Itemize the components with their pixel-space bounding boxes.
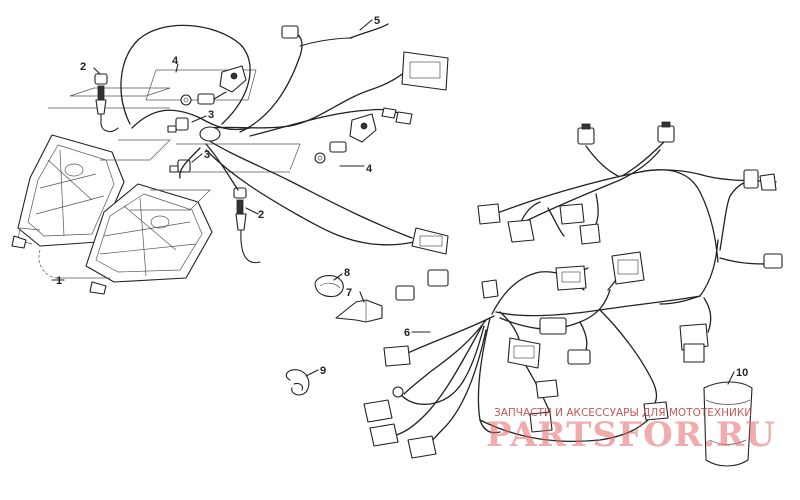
watermark-caption: ЗАПЧАСТИ И АКСЕССУАРЫ ДЛЯ МОТОТЕХНИКИ: [494, 407, 752, 419]
callout-3-upper: 3: [208, 109, 214, 121]
callout-2-upper: 2: [80, 61, 86, 73]
bulb-socket-lower: [233, 187, 261, 264]
watermark-site: PARTSFOR.RU: [486, 415, 776, 455]
headlight-harness: [120, 23, 449, 255]
headlight-guide-lines: [38, 69, 301, 279]
callout-numbers: 1 2 2 3 3 4 4 5 6 7 8 9 10: [56, 15, 748, 379]
headlight-right: [85, 183, 213, 295]
callout-8: 8: [344, 267, 350, 279]
headlight-left: [11, 134, 125, 249]
bulb-assembly-upper: [167, 65, 247, 133]
callout-4-lower: 4: [366, 163, 373, 175]
connector-cap: [335, 299, 383, 323]
callout-5: 5: [374, 15, 380, 27]
callout-6: 6: [404, 327, 410, 339]
callout-1: 1: [56, 275, 62, 287]
callout-9: 9: [320, 365, 326, 377]
hose-clamp: [314, 275, 344, 298]
callout-10: 10: [736, 367, 748, 379]
bulb-assembly-lower: [169, 113, 377, 173]
callout-4-upper: 4: [172, 55, 179, 67]
callout-3-lower: 3: [204, 149, 210, 161]
protective-sleeve: [703, 381, 753, 467]
callout-7: 7: [346, 287, 352, 299]
callout-2-lower: 2: [258, 209, 264, 221]
bulb-socket-upper: [94, 73, 119, 133]
leader-lines: [51, 19, 735, 385]
main-harness: [363, 121, 783, 459]
cable-tie: [285, 369, 310, 396]
watermark: ЗАПЧАСТИ И АКСЕССУАРЫ ДЛЯ МОТОТЕХНИКИ PA…: [486, 407, 776, 455]
